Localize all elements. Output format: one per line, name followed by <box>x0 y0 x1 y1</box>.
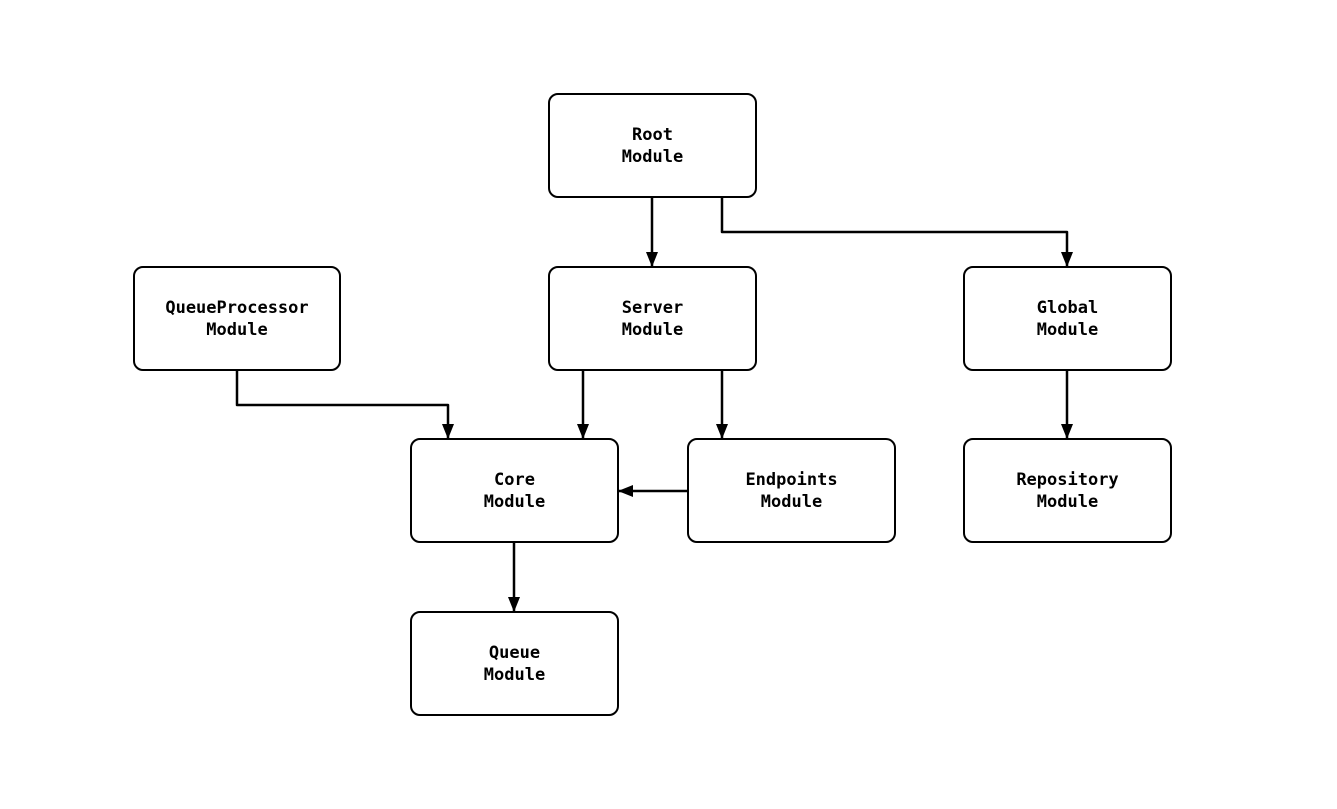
node-label: Repository <box>1016 469 1119 490</box>
edges-group <box>235 198 1073 612</box>
node-label: Server <box>621 297 684 318</box>
node-label: Module <box>621 319 684 340</box>
node-label: Module <box>621 146 684 167</box>
node-label: Module <box>483 664 546 685</box>
node-label: Global <box>1036 297 1099 318</box>
node-label: Module <box>1036 491 1099 512</box>
edge-root-module-to-global-module <box>720 198 1073 267</box>
node-label: Queue <box>488 642 541 663</box>
edge-queueprocessor-module-to-core-module <box>235 371 454 439</box>
node-label: Module <box>483 491 546 512</box>
node-label: QueueProcessor <box>165 297 309 318</box>
node-label: Module <box>206 319 268 340</box>
node-label: Module <box>760 491 823 512</box>
node-label: Module <box>1036 319 1099 340</box>
node-label: Root <box>632 124 673 145</box>
node-label: Endpoints <box>745 469 838 490</box>
node-label: Core <box>494 469 535 490</box>
